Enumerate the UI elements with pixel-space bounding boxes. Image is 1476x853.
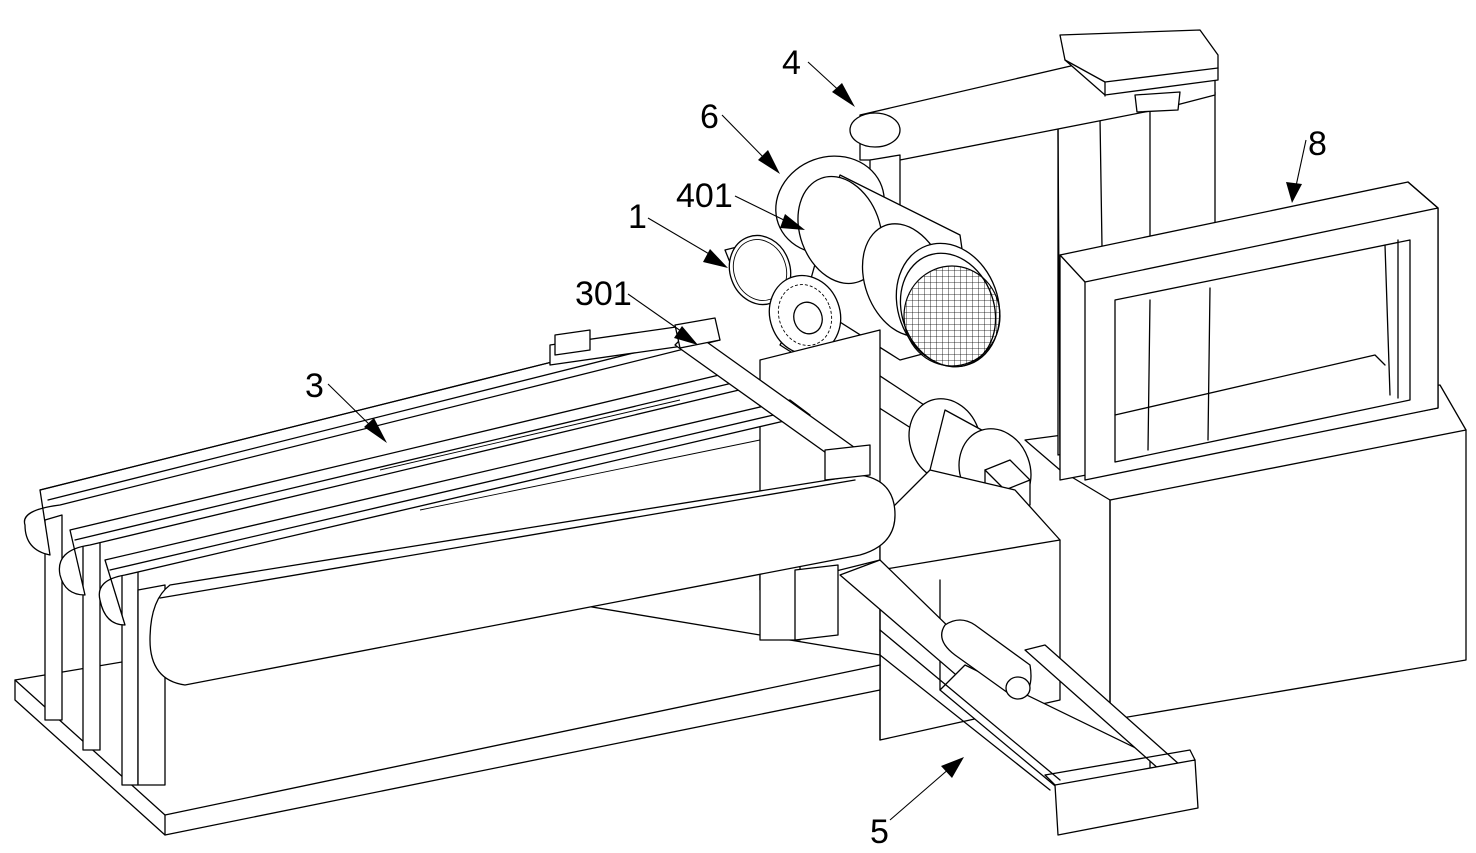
label-301: 301: [575, 275, 698, 345]
svg-text:1: 1: [628, 198, 647, 236]
svg-text:8: 8: [1308, 125, 1327, 163]
svg-text:3: 3: [305, 367, 324, 405]
svg-text:5: 5: [870, 813, 889, 851]
label-4: 4: [782, 44, 855, 107]
discharge-chute: [839, 559, 1199, 836]
svg-text:6: 6: [700, 98, 719, 136]
svg-text:301: 301: [575, 275, 632, 313]
label-5: 5: [870, 757, 964, 851]
left-bearing-seat: [728, 234, 842, 356]
transfer-shaft: [674, 317, 871, 481]
conveyor-side-bracket: [549, 324, 691, 366]
svg-text:4: 4: [782, 44, 801, 82]
label-8: 8: [1286, 125, 1327, 203]
label-401: 401: [676, 177, 805, 230]
label-1: 1: [628, 198, 728, 268]
support-arm: [849, 29, 1219, 216]
motor-vent-grille: [903, 265, 1001, 367]
frame-window: [1059, 181, 1439, 481]
belt-conveyor: [23, 324, 896, 686]
label-3: 3: [305, 367, 387, 443]
svg-text:401: 401: [676, 177, 733, 215]
label-6: 6: [700, 98, 780, 174]
